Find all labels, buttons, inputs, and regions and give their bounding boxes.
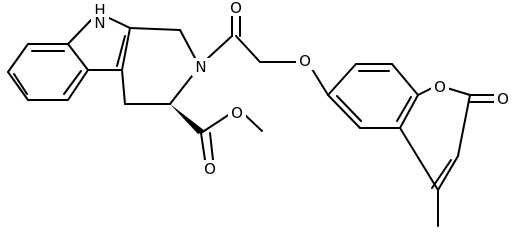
bond [437, 155, 459, 191]
atom-label-ester-carbonyl-o: O [204, 160, 216, 178]
bond [243, 113, 263, 132]
double-bond-inner [396, 96, 412, 122]
atom-label-coumarin-carbonyl-o: O [497, 90, 509, 108]
bond [327, 63, 357, 96]
bond [399, 127, 439, 191]
atom-label-ether-o: O [299, 52, 311, 70]
bond [235, 35, 261, 63]
atom-label-indole-n: N [94, 14, 105, 32]
atom-label-amide-o: O [230, 0, 242, 17]
double-bond-inner [63, 70, 82, 95]
bond [121, 27, 131, 71]
bond [399, 94, 419, 129]
atom-label-ester-o: O [231, 104, 243, 122]
atom-label-indole-h: H [94, 1, 105, 19]
bond [327, 94, 361, 129]
double-bond-inner [116, 35, 126, 67]
bond [67, 17, 94, 45]
bond [169, 75, 193, 105]
bond [7, 43, 29, 73]
bond [209, 132, 214, 161]
bond [7, 71, 29, 101]
bond [106, 16, 131, 29]
bond [446, 87, 471, 96]
bond [200, 132, 206, 161]
bonds [7, 13, 497, 227]
bond [67, 43, 89, 71]
double-bond-inner [336, 95, 362, 122]
bond [121, 69, 126, 105]
bond [207, 35, 233, 59]
bond [67, 69, 89, 101]
bond [311, 68, 329, 96]
bond [457, 94, 471, 157]
bond [417, 87, 433, 96]
bond [391, 63, 419, 96]
bond [129, 27, 181, 31]
atom-label-ring-n: N [195, 58, 206, 76]
wedge-bond [170, 104, 205, 134]
bond [200, 113, 231, 134]
bond [431, 159, 452, 189]
atom-labels: H N N O O O O O O [91, 0, 512, 178]
bond [179, 29, 196, 59]
double-bond-inner [13, 73, 28, 95]
atom-label-coumarin-ring-o: O [434, 78, 446, 96]
